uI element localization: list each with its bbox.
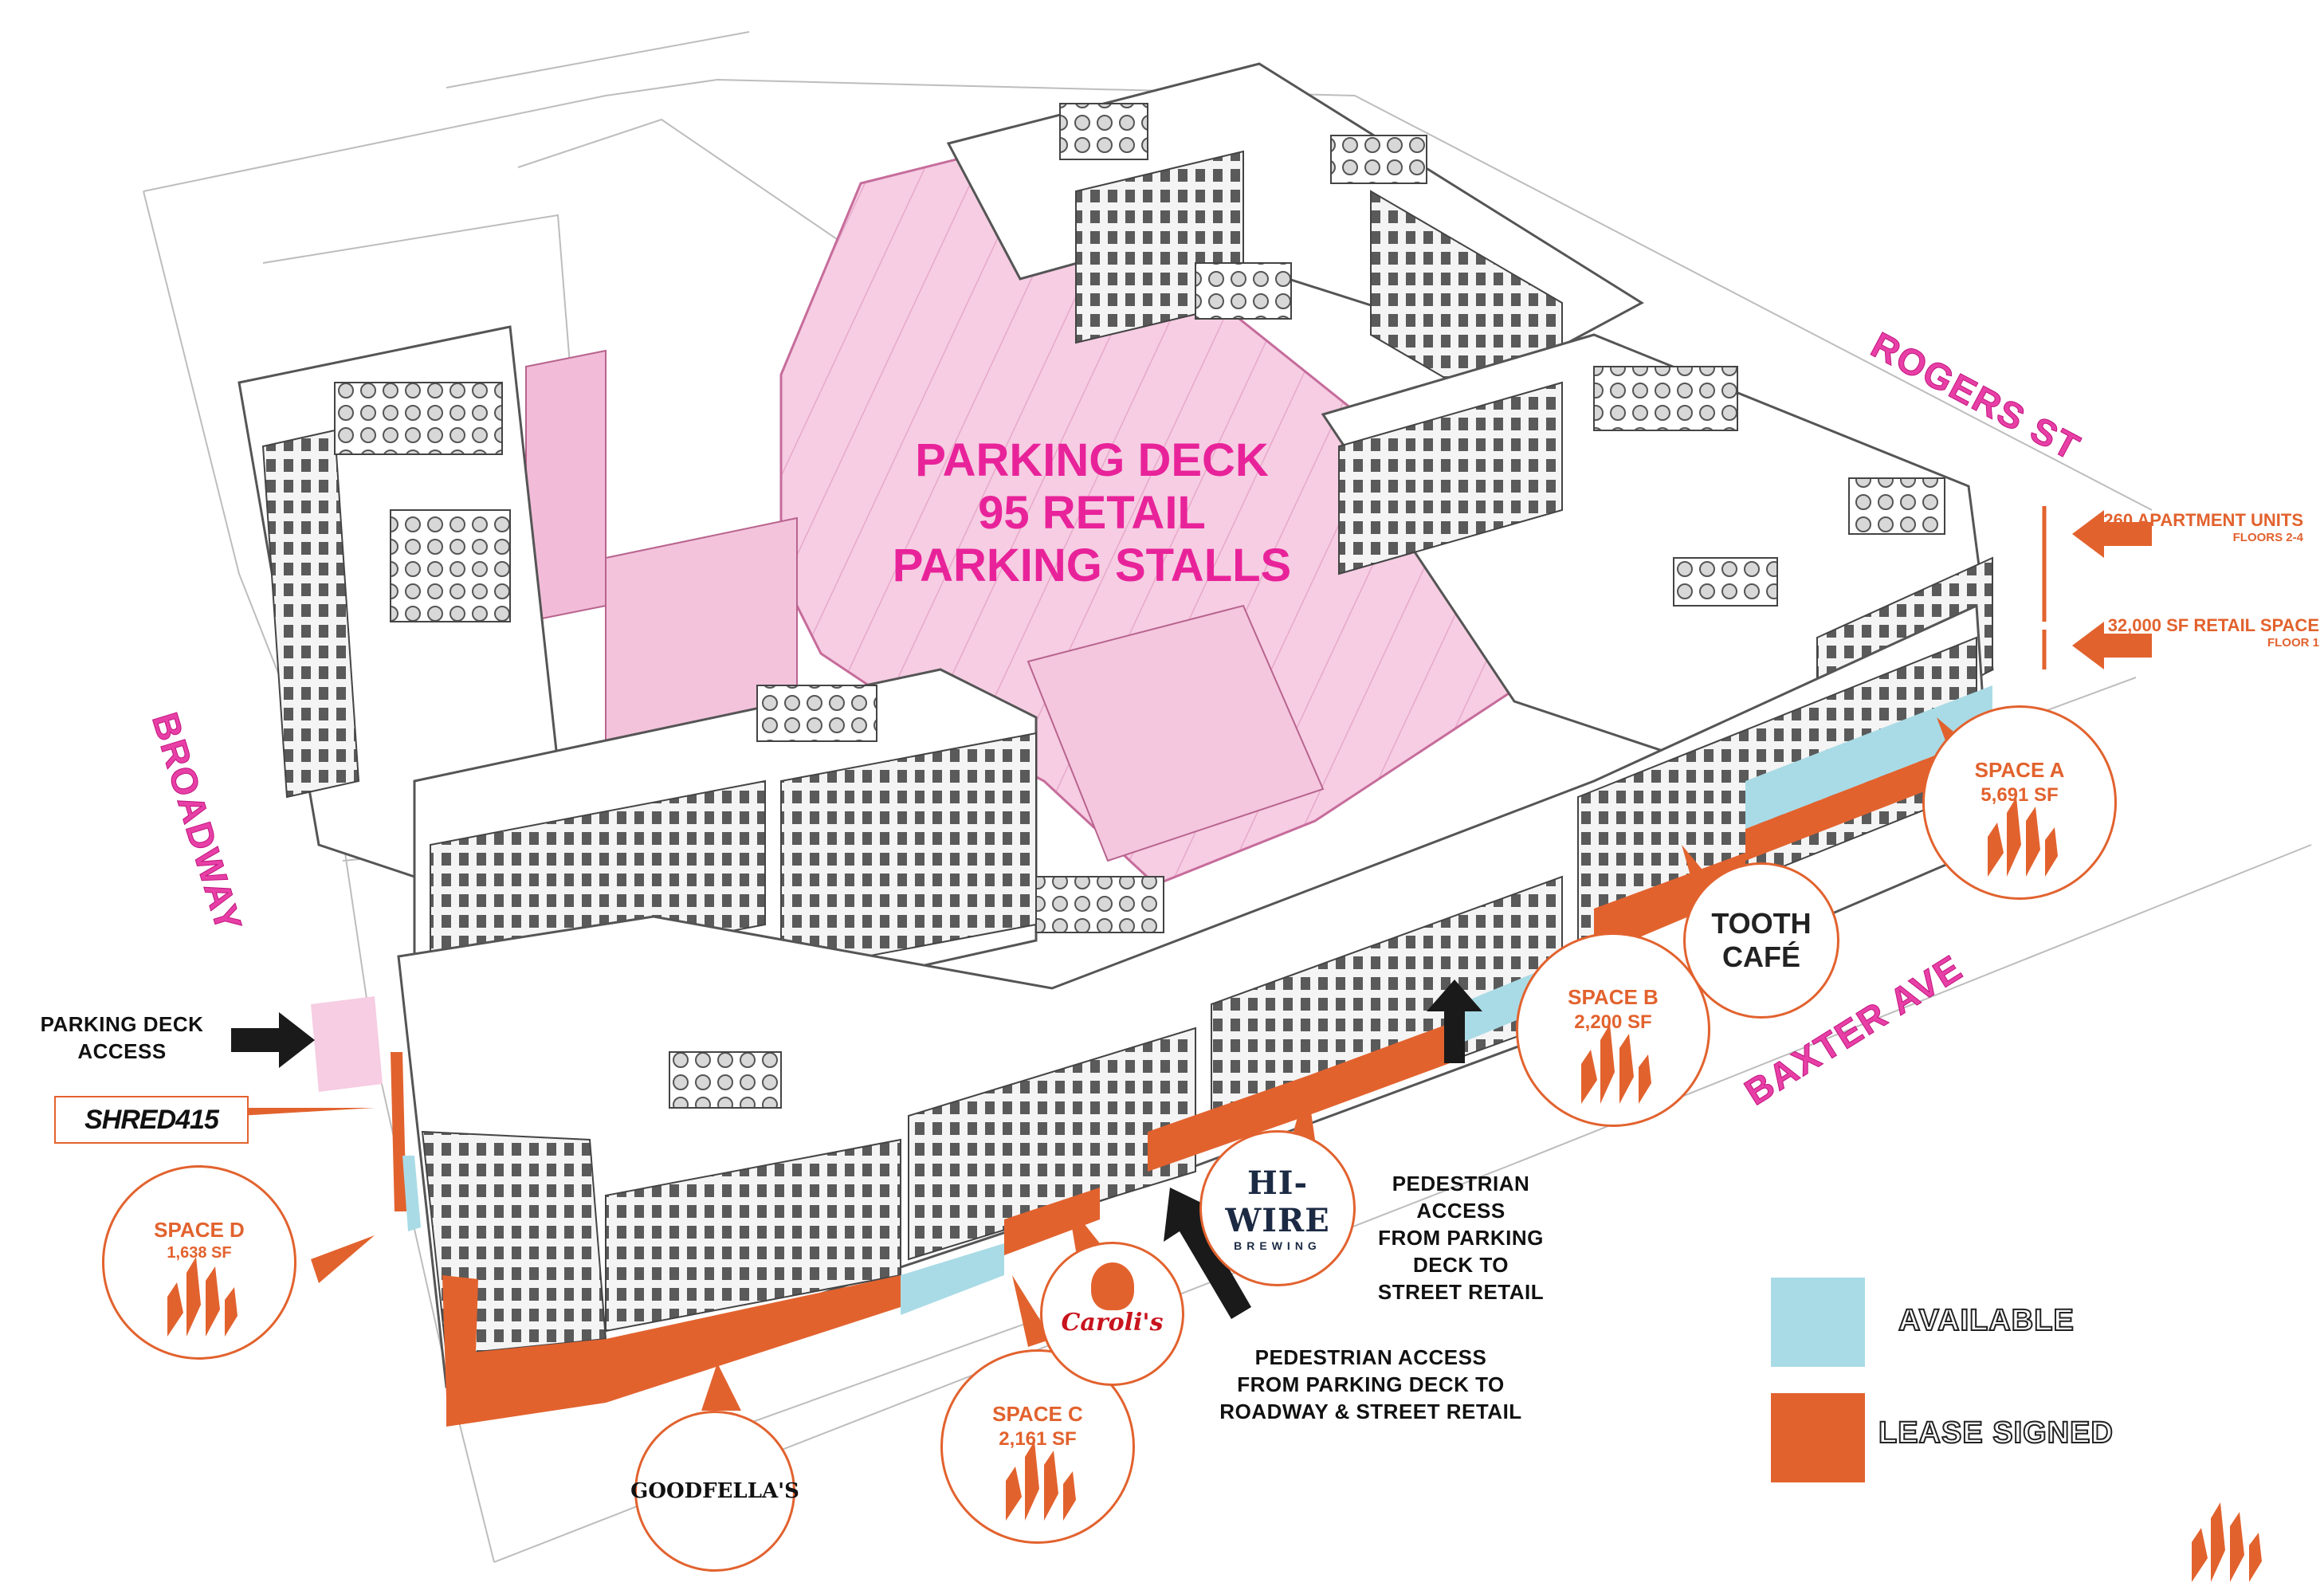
space-a-label: SPACE A <box>1974 758 2065 782</box>
roof-units <box>1593 366 1738 431</box>
space-a-bubble[interactable]: SPACE A 5,691 SF <box>1922 705 2117 900</box>
west-building-facade <box>261 429 360 799</box>
hi-wire-bubble[interactable]: HI-WIRE BREWING <box>1199 1130 1356 1286</box>
space-d-size: 1,638 SF <box>167 1244 232 1262</box>
legend-available-label: AVAILABLE <box>1898 1303 2075 1338</box>
carolis-bubble[interactable]: Caroli's <box>1040 1242 1184 1386</box>
space-b-size: 2,200 SF <box>1574 1011 1652 1033</box>
parking-deck-line3: PARKING STALLS <box>892 540 1292 591</box>
apartments-note-sub: FLOORS 2-4 <box>2232 531 2303 544</box>
apartments-note: 260 APARTMENT UNITS FLOORS 2-4 <box>2064 510 2303 544</box>
shred415-logo: SHRED415 <box>84 1104 219 1135</box>
pedestrian-access-center-callout: PEDESTRIAN ACCESS FROM PARKING DECK TO R… <box>1195 1344 1546 1425</box>
space-d-label: SPACE D <box>154 1218 245 1242</box>
deck-access-line2: ACCESS <box>77 1039 167 1063</box>
tooth-cafe-bubble[interactable]: TOOTH CAFÉ <box>1683 862 1839 1019</box>
brand-icon <box>1006 1441 1076 1521</box>
space-c-label: SPACE C <box>992 1402 1083 1426</box>
roof-units <box>669 1051 782 1109</box>
space-b-bubble[interactable]: SPACE B 2,200 SF <box>1516 932 1710 1127</box>
roof-units <box>756 685 877 742</box>
ped-center-line1: PEDESTRIAN ACCESS <box>1254 1345 1487 1369</box>
parking-deck-line2: 95 RETAIL <box>978 487 1206 539</box>
retail-note-sub: FLOOR 1 <box>2267 636 2319 650</box>
space-a-size: 5,691 SF <box>1981 784 2059 806</box>
parking-deck-line1: PARKING DECK <box>915 434 1269 486</box>
apartments-arrow <box>2072 510 2152 558</box>
brand-icon <box>1581 1024 1651 1104</box>
pedestrian-access-right-callout: PEDESTRIAN ACCESS FROM PARKING DECK TO S… <box>1369 1170 1553 1305</box>
hi-wire-logo: HI-WIRE <box>1225 1164 1330 1239</box>
retail-row-facade <box>908 1027 1196 1261</box>
roof-units <box>390 509 511 622</box>
ped-right-line4: DECK TO <box>1412 1253 1509 1277</box>
roof-units <box>1035 876 1164 933</box>
roof-units <box>334 382 503 455</box>
legend-lease-signed-swatch <box>1771 1393 1865 1482</box>
retail-arrow <box>2072 622 2152 669</box>
retail-note-main: 32,000 SF RETAIL SPACE <box>2107 615 2319 635</box>
roof-units <box>1848 477 1945 535</box>
roof-units <box>1330 135 1427 184</box>
space-c-size: 2,161 SF <box>999 1428 1077 1450</box>
ped-right-line3: FROM PARKING <box>1378 1226 1544 1250</box>
ped-right-line5: STREET RETAIL <box>1377 1280 1545 1304</box>
goodfellas-logo: GOODFELLA'S <box>630 1479 799 1503</box>
ped-right-line2: ACCESS <box>1416 1199 1505 1223</box>
parking-deck-title: PARKING DECK 95 RETAIL PARKING STALLS <box>813 434 1371 592</box>
access-arrows <box>231 980 1482 1319</box>
brand-mark <box>2192 1502 2262 1582</box>
ped-right-line1: PEDESTRIAN <box>1392 1172 1530 1196</box>
apartments-note-main: 260 APARTMENT UNITS <box>2103 510 2303 530</box>
deck-access-callout: PARKING DECK ACCESS <box>22 1011 222 1065</box>
goodfellas-bubble[interactable]: GOODFELLA'S <box>630 1411 799 1572</box>
parking-deck-ramp <box>1027 604 1325 862</box>
tooth-cafe-line2: CAFÉ <box>1722 940 1800 973</box>
shred415-badge[interactable]: SHRED415 <box>54 1096 249 1144</box>
ped-center-line3: ROADWAY & STREET RETAIL <box>1219 1400 1522 1423</box>
space-b-label: SPACE B <box>1568 985 1659 1009</box>
carolis-logo: Caroli's <box>1061 1308 1164 1337</box>
legend-lease-signed-label: LEASE SIGNED <box>1878 1415 2114 1451</box>
retail-note: 32,000 SF RETAIL SPACE FLOOR 1 <box>2064 615 2319 650</box>
roof-units <box>1673 557 1778 607</box>
roof-units <box>1059 103 1148 160</box>
brand-icon <box>1988 797 2058 877</box>
legend-available-swatch <box>1771 1278 1865 1367</box>
ped-center-line2: FROM PARKING DECK TO <box>1237 1372 1505 1396</box>
east-building-facade <box>1338 381 1563 575</box>
deck-access-lane <box>311 996 383 1092</box>
hi-wire-sub: BREWING <box>1234 1239 1321 1252</box>
space-d-bubble[interactable]: SPACE D 1,638 SF <box>102 1165 296 1360</box>
deck-access-line1: PARKING DECK <box>40 1012 204 1036</box>
roof-units <box>1195 262 1292 320</box>
brand-icon <box>167 1257 238 1337</box>
tooth-cafe-line1: TOOTH <box>1711 907 1812 940</box>
rooster-icon <box>1090 1262 1134 1310</box>
